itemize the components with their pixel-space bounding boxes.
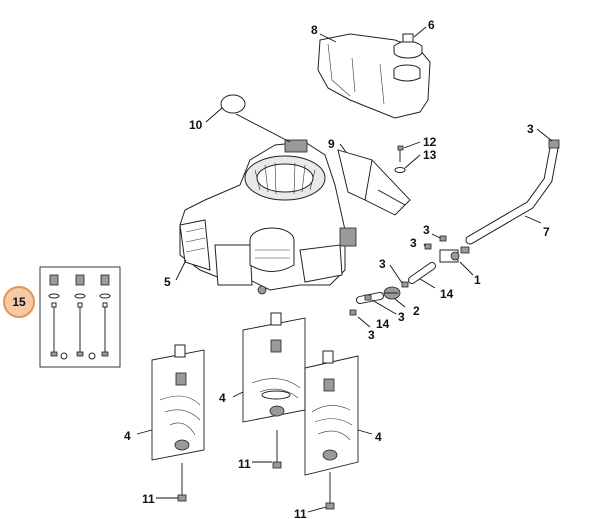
- fuel-filter[interactable]: [383, 286, 401, 300]
- mount-group-center[interactable]: [242, 312, 306, 469]
- leader-lines: [136, 26, 553, 513]
- callout-4-right: 4: [375, 430, 382, 444]
- mount-group-left[interactable]: [151, 344, 205, 502]
- hose-14a[interactable]: [408, 262, 436, 284]
- clamp-3c[interactable]: [439, 235, 447, 242]
- callout-3-bottom: 3: [368, 328, 375, 342]
- bolt-kit[interactable]: [39, 266, 121, 368]
- callout-3-low: 3: [398, 310, 405, 324]
- callout-13: 13: [423, 148, 437, 162]
- control-bail[interactable]: [337, 149, 411, 216]
- callout-4-left: 4: [124, 429, 131, 443]
- callout-11-center: 11: [238, 457, 251, 471]
- fuel-cap[interactable]: [393, 33, 423, 59]
- callout-3-mid: 3: [379, 257, 386, 271]
- callout-2: 2: [413, 304, 420, 318]
- callout-5: 5: [164, 275, 171, 289]
- screw-12[interactable]: [397, 145, 404, 162]
- clamp-3d[interactable]: [349, 309, 357, 316]
- callout-7: 7: [543, 225, 550, 239]
- mount-group-right[interactable]: [304, 350, 359, 510]
- fuel-line[interactable]: [465, 139, 560, 245]
- callout-14-a: 14: [440, 287, 454, 301]
- callout-4-center: 4: [219, 391, 226, 405]
- callout-12: 12: [423, 135, 437, 149]
- callout-8: 8: [311, 23, 318, 37]
- callout-15-badge[interactable]: 15: [3, 286, 35, 318]
- callout-3-top: 3: [527, 122, 534, 136]
- callout-9: 9: [328, 137, 335, 151]
- gasket[interactable]: [220, 94, 246, 114]
- callout-3-valve-b: 3: [410, 236, 417, 250]
- callout-14-b: 14: [376, 317, 390, 331]
- callout-15: 15: [12, 295, 26, 309]
- clamp-3a[interactable]: [401, 281, 409, 288]
- callout-3-valve-a: 3: [423, 223, 430, 237]
- callout-11-left: 11: [142, 492, 155, 506]
- clamp-3b[interactable]: [424, 243, 432, 250]
- callout-1: 1: [474, 273, 481, 287]
- engine[interactable]: [179, 139, 357, 295]
- callout-6: 6: [428, 18, 435, 32]
- callout-labels: 8 6 10 9 12 13 3 7 3 3 1 3 14 2 3 14 3 5…: [124, 18, 550, 519]
- callout-11-right: 11: [294, 507, 307, 519]
- callout-10: 10: [189, 118, 203, 132]
- fuel-valve[interactable]: [439, 246, 470, 263]
- clamp-3e[interactable]: [364, 294, 372, 301]
- washer-13[interactable]: [394, 167, 406, 173]
